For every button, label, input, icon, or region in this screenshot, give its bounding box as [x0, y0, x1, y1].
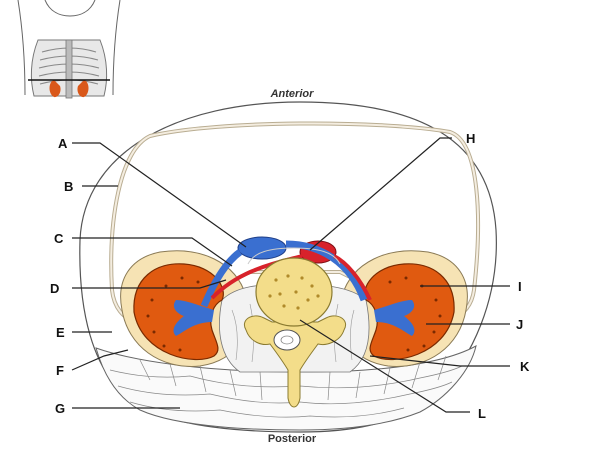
- right-kidney: [364, 263, 455, 361]
- label-i: I: [518, 279, 522, 294]
- vertebral-margin: [247, 247, 341, 265]
- label-c: C: [54, 231, 64, 246]
- vertebral-body: [255, 257, 333, 327]
- label-a: A: [58, 136, 68, 151]
- label-f: F: [56, 363, 64, 378]
- vertebral-arch: [244, 315, 346, 408]
- right-renal-pelvis: [374, 300, 415, 336]
- torso-locator-inset: [17, 0, 121, 99]
- left-renal-pelvis: [173, 300, 214, 336]
- label-l: L: [478, 406, 486, 421]
- label-k: K: [520, 359, 530, 374]
- inferior-vena-cava: [237, 236, 287, 260]
- posterior-label: Posterior: [268, 433, 317, 445]
- spinal-cord: [273, 329, 301, 351]
- label-h: H: [466, 131, 475, 146]
- label-j: J: [516, 317, 523, 332]
- label-e: E: [56, 325, 65, 340]
- right-renal-vein: [285, 240, 368, 302]
- left-renal-vein: [200, 249, 243, 308]
- label-d: D: [50, 281, 59, 296]
- right-renal-artery: [333, 254, 372, 301]
- vertebra: [244, 257, 346, 408]
- label-g: G: [55, 401, 65, 416]
- inset-right-kidney: [77, 80, 89, 98]
- label-b: B: [64, 179, 73, 194]
- anterior-label: Anterior: [270, 88, 315, 100]
- inset-left-kidney: [49, 80, 61, 98]
- body-cross-section: [79, 101, 497, 433]
- leader-lines: [71, 137, 510, 413]
